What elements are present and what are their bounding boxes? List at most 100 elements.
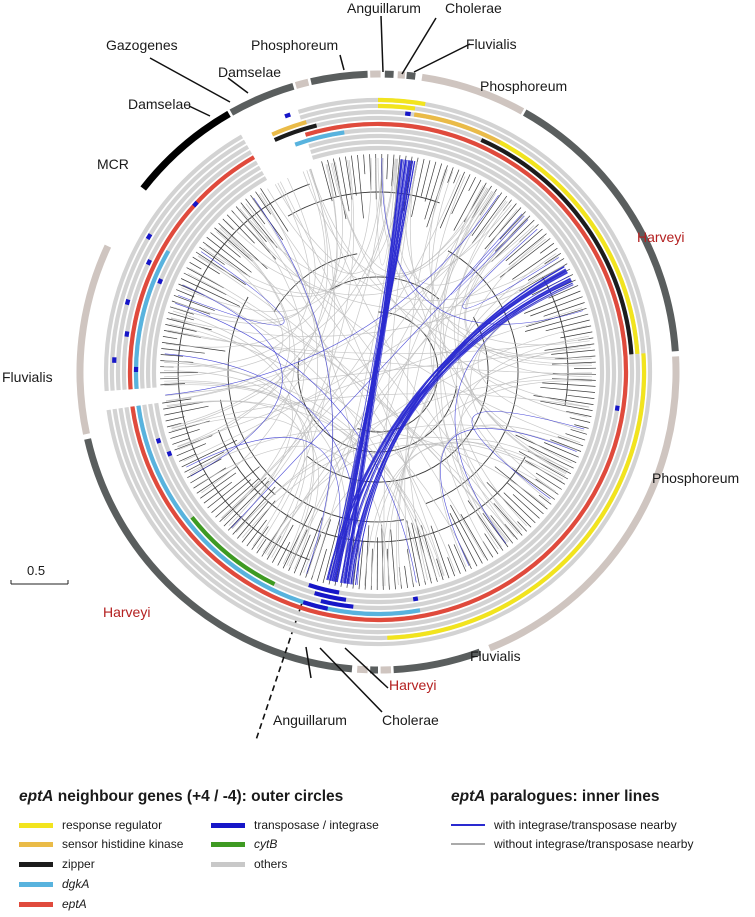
tree-tip-branch [293, 534, 311, 574]
clade-label-mcr: MCR [97, 156, 129, 172]
tree-tip-branch [499, 238, 551, 278]
paralogue-chord-gray [201, 226, 296, 494]
tree-tip-branch [448, 544, 461, 574]
transposase-mark [157, 278, 164, 285]
tree-tip-branch [172, 438, 190, 445]
clade-leader-line [401, 17, 437, 75]
paralogue-chord-gray [309, 168, 592, 360]
outer-clade-arc [488, 356, 680, 652]
transposase-mark [166, 450, 173, 457]
paralogue-chord-gray [464, 214, 592, 378]
tree-tip-branch [369, 154, 372, 190]
legend-item-label: sensor histidine kinase [62, 837, 184, 851]
paralogue-chord-gray [164, 182, 311, 368]
paralogue-chord-blue [182, 284, 283, 477]
paralogue-chord-gray [181, 160, 352, 312]
paralogue-chord-gray [279, 181, 445, 576]
tree-tip-branch [557, 436, 584, 447]
legend-swatch [19, 841, 53, 847]
response-regulator-ring [377, 103, 416, 111]
tree-tip-branch [214, 227, 253, 262]
circular-phylogeny-figure: Anguillarum Cholerae Fluvialis Gazogenes… [2, 0, 739, 741]
paralogue-chord-gray [428, 168, 592, 365]
outer-clade-arc [393, 648, 482, 674]
tree-tip-branch [420, 160, 431, 197]
paralogue-chord-gray [216, 231, 456, 572]
tree-tip-branch [574, 424, 589, 429]
paralogue-chord-gray [429, 176, 507, 544]
tree-tip-branch [515, 434, 577, 464]
paralogue-chord-blue [333, 161, 416, 582]
gene-ring [106, 97, 653, 647]
tree-tip-branch [163, 401, 204, 410]
clade-leader-line [149, 57, 231, 103]
tree-tip-branch [482, 512, 509, 548]
legend-item-epta: eptA [19, 897, 87, 911]
paralogue-chord-gray [177, 307, 583, 448]
tree-tip-branch [162, 398, 192, 404]
gene-ring [145, 170, 265, 389]
gene-ring [151, 176, 268, 388]
epta-ring [127, 155, 256, 390]
paralogue-chord-gray [170, 268, 566, 337]
paralogue-chord-gray [382, 158, 592, 359]
tree-tip-branch [327, 159, 337, 197]
scale-bar-label: 0.5 [27, 563, 46, 578]
tree-tip-branch [162, 336, 178, 340]
paralogue-chord-blue [175, 303, 417, 583]
tree-tip-branch [195, 251, 246, 286]
tree-tip-branch [527, 450, 571, 475]
paralogue-chord-gray [456, 372, 593, 547]
transposase-block [314, 591, 347, 602]
legend-item-label: eptA [62, 897, 87, 911]
legend-item-zipper: zipper [19, 857, 95, 871]
legend-inner-title-rest: paralogues: inner lines [485, 788, 660, 805]
clade-leader-line [380, 15, 384, 73]
clade-label-gazogenes: Gazogenes [106, 37, 178, 53]
paralogue-chord-gray [330, 163, 590, 408]
legend-item-cytb: cytB [211, 837, 277, 851]
tree-tip-branch [424, 161, 437, 202]
tree-tip-branch [181, 439, 238, 468]
tree-tip-branch [160, 377, 178, 380]
tree-tip-branch [165, 416, 185, 422]
outer-clade-arc [421, 73, 525, 115]
tree-tip-branch [192, 256, 220, 275]
tree-tip-branch [322, 517, 341, 584]
paralogue-chord-gray [173, 177, 316, 324]
paralogue-chord-gray [431, 171, 569, 471]
tree-tip-branch [424, 163, 443, 220]
tree-tip-branch [199, 246, 225, 265]
clade-label-harveyi-right: Harveyi [637, 229, 685, 245]
paralogue-chord-gray [221, 192, 495, 519]
legend-outer-title-rest: neighbour genes (+4 / -4): outer circles [53, 788, 344, 805]
tree-tip-branch [511, 468, 556, 500]
paralogue-chord-blue [462, 228, 559, 309]
tree-tip-branch [486, 482, 532, 528]
tree-tip-branch [535, 472, 562, 490]
paralogue-chord-gray [242, 436, 564, 538]
tree-tip-branch [386, 154, 389, 180]
tree-internal-arc [287, 191, 440, 217]
tree-tip-branch [202, 241, 251, 278]
paralogue-chord-gray [267, 325, 588, 556]
gene-ring [103, 134, 244, 392]
legend-outer-title: eptA neighbour genes (+4 / -4): outer ci… [19, 788, 343, 806]
tree-tip-branch [381, 524, 384, 590]
tree-tip-branch [471, 195, 508, 244]
paralogue-chord-gray [406, 169, 448, 581]
paralogue-chord-gray [239, 188, 489, 286]
paralogue-chord-gray [382, 380, 592, 587]
response-regulator-ring [499, 140, 640, 355]
tree-tip-branch [164, 405, 209, 416]
tree-tip-branch [227, 515, 242, 531]
clade-label-anguillarum-top: Anguillarum [347, 0, 421, 16]
epta-ring [130, 121, 629, 623]
paralogue-chord-gray [178, 227, 290, 451]
paralogue-chord-gray [170, 318, 293, 529]
paralogue-chord-gray [370, 438, 569, 586]
tree-tip-branch [203, 481, 233, 504]
legend-item-without-integrase: without integrase/transposase nearby [451, 837, 693, 851]
transposase-block [320, 598, 354, 609]
tree-tip-branch [503, 492, 536, 524]
